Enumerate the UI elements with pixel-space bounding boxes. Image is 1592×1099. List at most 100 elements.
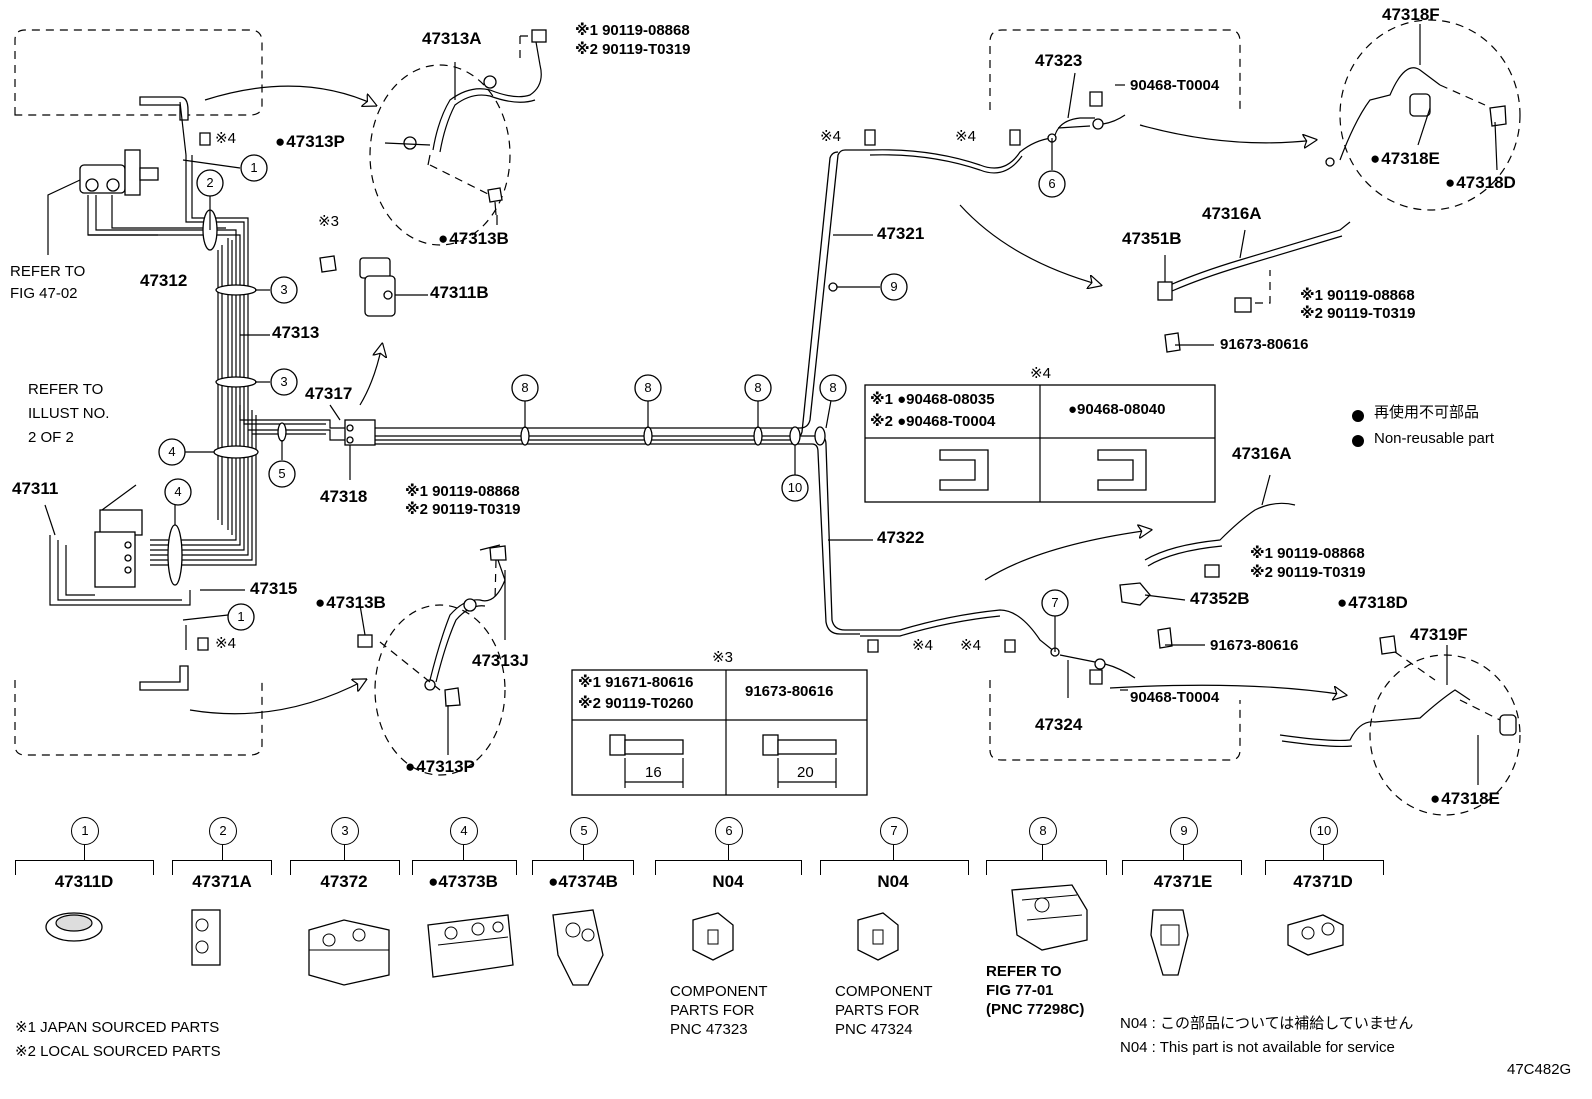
part-47318E-bottom: ●47318E [1430, 789, 1500, 808]
callout-10: 10 [787, 480, 803, 495]
part-47322: 47322 [877, 528, 925, 547]
part-47313B-top: ●47313B [438, 229, 509, 248]
part-47318D-bottom: ●47318D [1337, 593, 1408, 612]
note-n04-english: N04 : This part is not available for ser… [1120, 1039, 1395, 1056]
table4-left-2: ※2 ●90468-T0004 [870, 413, 996, 430]
table3-left-1: ※1 91671-80616 [578, 674, 694, 691]
clip-top-number: 90468-T0004 [1130, 77, 1220, 94]
table-clip-4 [864, 384, 1216, 503]
screw-bottom-number: 91673-80616 [1210, 637, 1299, 654]
refer-fig-line1: REFER TO [10, 263, 86, 280]
part-47313B-bottom: ●47313B [315, 593, 386, 612]
part-47313P-bottom: ●47313P [405, 757, 475, 776]
table-bolt-3 [571, 669, 868, 796]
part-47321: 47321 [877, 224, 925, 243]
part-47352B: 47352B [1190, 589, 1250, 608]
part-47324: 47324 [1035, 715, 1083, 734]
mark-3: ※3 [318, 213, 339, 230]
part-47317: 47317 [305, 384, 353, 403]
table4-right: ●90468-08040 [1068, 401, 1166, 418]
callout-9: 9 [890, 279, 898, 294]
callout-8: 8 [521, 380, 529, 395]
part-47323: 47323 [1035, 51, 1083, 70]
mark-4: ※4 [215, 130, 236, 147]
callout-3: 3 [280, 374, 288, 389]
screw-top-number: 91673-80616 [1220, 336, 1309, 353]
table3-dim-right: 20 [797, 764, 814, 781]
refer-fig-line2: FIG 47-02 [10, 285, 78, 302]
mark-4: ※4 [955, 128, 976, 145]
arrow-top-right [1139, 124, 1315, 143]
callout-7: 7 [1051, 595, 1059, 610]
refer-illust-line2: ILLUST NO. [28, 405, 110, 422]
brake-area-top-left [369, 64, 511, 246]
bolt-top-japan: ※1 90119-08868 [575, 22, 690, 39]
abs-actuator-47311 [94, 509, 143, 588]
part-47351B: 47351B [1122, 229, 1182, 248]
callout-6: 6 [1048, 176, 1056, 191]
bolt-right-japan-a: ※1 90119-08868 [1300, 287, 1415, 304]
callout-2: 2 [206, 175, 214, 190]
part-47312: 47312 [140, 271, 188, 290]
callout-4: 4 [174, 484, 182, 499]
part-47318: 47318 [320, 487, 368, 506]
arrow-bottom-right [1109, 684, 1345, 695]
wheel-outline-front-left [14, 29, 263, 116]
bolt-top-local: ※2 90119-T0319 [575, 41, 691, 58]
part-47313J: 47313J [472, 651, 529, 670]
arrow-mid-right [959, 204, 1100, 285]
arrow-47317 [359, 345, 382, 406]
arrow-top-left [204, 85, 375, 105]
callouts-diagram [158, 154, 1069, 631]
bolt-right-japan-b: ※1 90119-08868 [1250, 545, 1365, 562]
part-47316A-top: 47316A [1202, 204, 1262, 223]
arrow-lower-right [984, 530, 1150, 581]
note-n04-japanese: N04 : この部品については補給していません [1120, 1015, 1414, 1032]
master-cylinder [79, 149, 159, 196]
arrow-bottom-left [189, 680, 365, 715]
brake-area-bottom-right [1369, 654, 1521, 816]
legend-japanese: 再使用不可部品 [1374, 404, 1480, 421]
brake-area-bottom-left [374, 604, 506, 776]
refer-illust-line3: 2 OF 2 [28, 429, 74, 446]
mark-4: ※4 [912, 637, 933, 654]
callout-5: 5 [278, 466, 286, 481]
callout-4: 4 [168, 444, 176, 459]
mark-4: ※4 [215, 635, 236, 652]
callout-8: 8 [754, 380, 762, 395]
wheel-outline-front-right [989, 29, 1241, 110]
table3-right: 91673-80616 [745, 683, 834, 700]
table3-dim-left: 16 [645, 764, 662, 781]
part-47315: 47315 [250, 579, 298, 598]
callout-1: 1 [237, 609, 245, 624]
refer-illust-line1: REFER TO [28, 381, 104, 398]
part-47319F: 47319F [1410, 625, 1468, 644]
callout-8: 8 [644, 380, 652, 395]
legend-english: Non-reusable part [1374, 430, 1495, 447]
part-47311: 47311 [12, 479, 59, 498]
bracket-47311B [359, 257, 396, 317]
part-47316A-bottom: 47316A [1232, 444, 1292, 463]
bolt-mid-local: ※2 90119-T0319 [405, 501, 521, 518]
table3-title: ※3 [712, 649, 733, 666]
table3-left-2: ※2 90119-T0260 [578, 695, 694, 712]
part-47318D-top: ●47318D [1445, 173, 1516, 192]
clip-bottom-number: 90468-T0004 [1130, 689, 1220, 706]
table4-left-1: ※1 ●90468-08035 [870, 391, 995, 408]
footnote-local-sourced: ※2 LOCAL SOURCED PARTS [15, 1043, 221, 1060]
part-47318F: 47318F [1382, 5, 1440, 24]
part-47313P-top: ●47313P [275, 132, 345, 151]
mark-4: ※4 [820, 128, 841, 145]
figure-id: 47C482G [1507, 1061, 1572, 1078]
part-47313A: 47313A [422, 29, 482, 48]
bolt-right-local-a: ※2 90119-T0319 [1300, 305, 1416, 322]
wheel-outline-rear-right [989, 680, 1241, 761]
bolt-mid-japan: ※1 90119-08868 [405, 483, 520, 500]
brake-area-top-right [1339, 19, 1521, 211]
bolt-right-local-b: ※2 90119-T0319 [1250, 564, 1366, 581]
callout-3: 3 [280, 282, 288, 297]
callout-1: 1 [250, 160, 258, 175]
part-47313: 47313 [272, 323, 320, 342]
